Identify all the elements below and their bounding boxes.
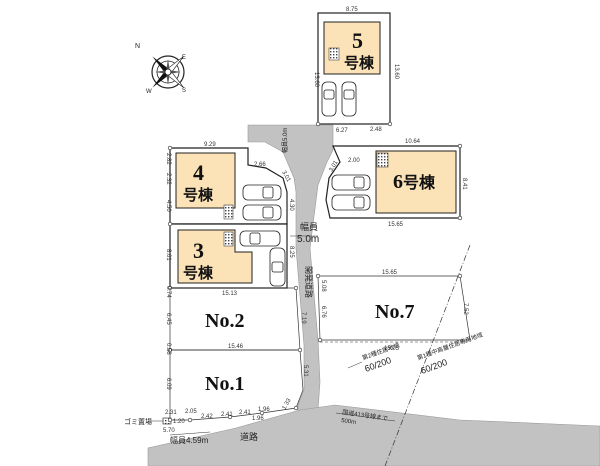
- dim-no1-left: 6.09: [165, 378, 171, 390]
- house-3-entrance: [223, 231, 234, 247]
- bottom-road-width-line: [169, 431, 211, 436]
- dim-no2-right: 7.19: [300, 312, 306, 324]
- dim-bottom-d: 5.70: [163, 428, 175, 434]
- house-4-label: 号棟: [183, 186, 214, 204]
- bottom-road: [147, 404, 600, 466]
- dim-no2-bottom: 15.46: [228, 344, 244, 350]
- road-width-value: 5.0m: [297, 234, 319, 245]
- bottom-road-width: 幅員4.59m: [170, 435, 209, 445]
- dim-h4-left-c: 4.50: [165, 200, 171, 212]
- house-6-label: 6号棟: [393, 171, 436, 193]
- dim-h5-top: 8.75: [346, 7, 358, 13]
- dim-bottom-g: 2.41: [239, 410, 251, 416]
- dim-no7-top: 15.65: [382, 270, 398, 276]
- house-3-number: 3: [193, 238, 204, 263]
- car-6a: [331, 174, 371, 191]
- lot-7-boundary: [317, 275, 471, 341]
- house-5-entrance: [328, 47, 340, 61]
- house-5-number: 5: [352, 28, 363, 53]
- lot-no2-label: No.2: [205, 310, 244, 332]
- house-5-label: 号棟: [344, 54, 375, 72]
- dim-h4-top: 9.29: [204, 142, 216, 148]
- house-6-suffix: 号棟: [403, 173, 436, 192]
- compass-n: N: [135, 43, 140, 50]
- dim-no7-left: 6.76: [320, 306, 326, 318]
- dim-h6-left: 3.01: [329, 159, 340, 173]
- dim-h4-right: 4.30: [288, 199, 294, 211]
- dim-no7-bottom: 15.05: [384, 346, 400, 352]
- house-3-label: 号棟: [183, 264, 214, 282]
- dim-h3-right: 8.25: [288, 246, 294, 258]
- dim-no2-left-a: 0.74: [165, 286, 171, 298]
- dim-h5-right: 13.60: [393, 64, 399, 80]
- compass-w: W: [146, 89, 152, 95]
- lot-no7-label: No.7: [375, 301, 414, 323]
- house-6-footprint: [375, 150, 457, 214]
- compass-e: E: [182, 55, 186, 61]
- development-road-label: 開発道路: [304, 266, 314, 298]
- zone1-line1: 第1種中高層住居専用地域: [416, 331, 484, 362]
- car-5b: [341, 81, 357, 117]
- house-6-entrance: [376, 152, 389, 168]
- dim-no7-edge: 5.08: [320, 280, 326, 292]
- dim-no7-right: 7.52: [462, 303, 468, 315]
- dim-no1-right: 5.31: [302, 365, 308, 377]
- dim-h5-left: 13.60: [313, 72, 319, 88]
- house-4-footprint: [175, 152, 236, 209]
- route413-line2: 500m: [341, 418, 357, 426]
- dim-bottom-b: 2.05: [185, 409, 197, 415]
- dim-bottom-h: 1.96: [258, 407, 270, 413]
- house-6-number: 6: [393, 171, 403, 193]
- compass-s: S: [182, 88, 186, 94]
- house-3-footprint: [177, 229, 253, 284]
- dim-no2-left-c: 0.58: [165, 343, 171, 355]
- bottom-road-label: 道路: [240, 431, 258, 442]
- dim-bottom-i: 1.96: [252, 416, 264, 422]
- car-3b: [269, 247, 286, 287]
- compass: N E W S: [135, 43, 186, 95]
- dim-h6-corner: 2.00: [348, 158, 360, 164]
- dim-h4-side: 3.01: [280, 170, 291, 184]
- dim-h4-left-b: 2.32: [165, 173, 171, 185]
- dimension-labels: 8.75 13.60 13.60 6.27 2.48 9.29 2.82 2.3…: [163, 7, 468, 434]
- lot-no1-label: No.1: [205, 373, 244, 395]
- house-4-number: 4: [193, 160, 204, 185]
- dim-bottom-e: 2.42: [201, 414, 213, 420]
- dim-h3-left: 8.01: [165, 249, 171, 261]
- dim-h6-right: 8.41: [461, 178, 467, 190]
- car-3a: [239, 230, 281, 247]
- car-4b: [242, 204, 282, 221]
- dim-h4-left-a: 2.82: [165, 153, 171, 165]
- route413-leader: [335, 412, 396, 422]
- dim-h4-corner: 2.66: [254, 162, 266, 168]
- boundary-markers: [167, 121, 463, 423]
- car-6b: [331, 194, 371, 211]
- dim-h3-bottom: 15.13: [222, 291, 238, 297]
- zone-boundary-line: [384, 244, 471, 466]
- dim-h5-corner: 2.48: [370, 127, 382, 133]
- dim-no1-corner: 1.33: [282, 397, 293, 411]
- dim-bottom-a: 2.31: [165, 410, 177, 416]
- trash-area-label: ゴミ置場: [124, 417, 152, 426]
- car-4a: [242, 184, 282, 201]
- road-width-label: 幅員: [300, 221, 318, 232]
- dim-h6-top: 10.64: [405, 139, 421, 145]
- house-4-entrance: [223, 204, 234, 220]
- dim-bottom-f: 2.41: [221, 412, 233, 418]
- parking-cars: [239, 81, 371, 287]
- dim-bottom-c: 1.20: [173, 419, 185, 425]
- zone2-leader: [347, 361, 363, 369]
- dim-h6-bottom: 15.65: [388, 222, 404, 228]
- dim-no2-left-b: 6.45: [165, 313, 171, 325]
- dim-h5-bottom: 6.27: [336, 128, 348, 134]
- car-5a: [321, 81, 337, 117]
- road-small-width-label: 幅員5.0m: [281, 128, 289, 153]
